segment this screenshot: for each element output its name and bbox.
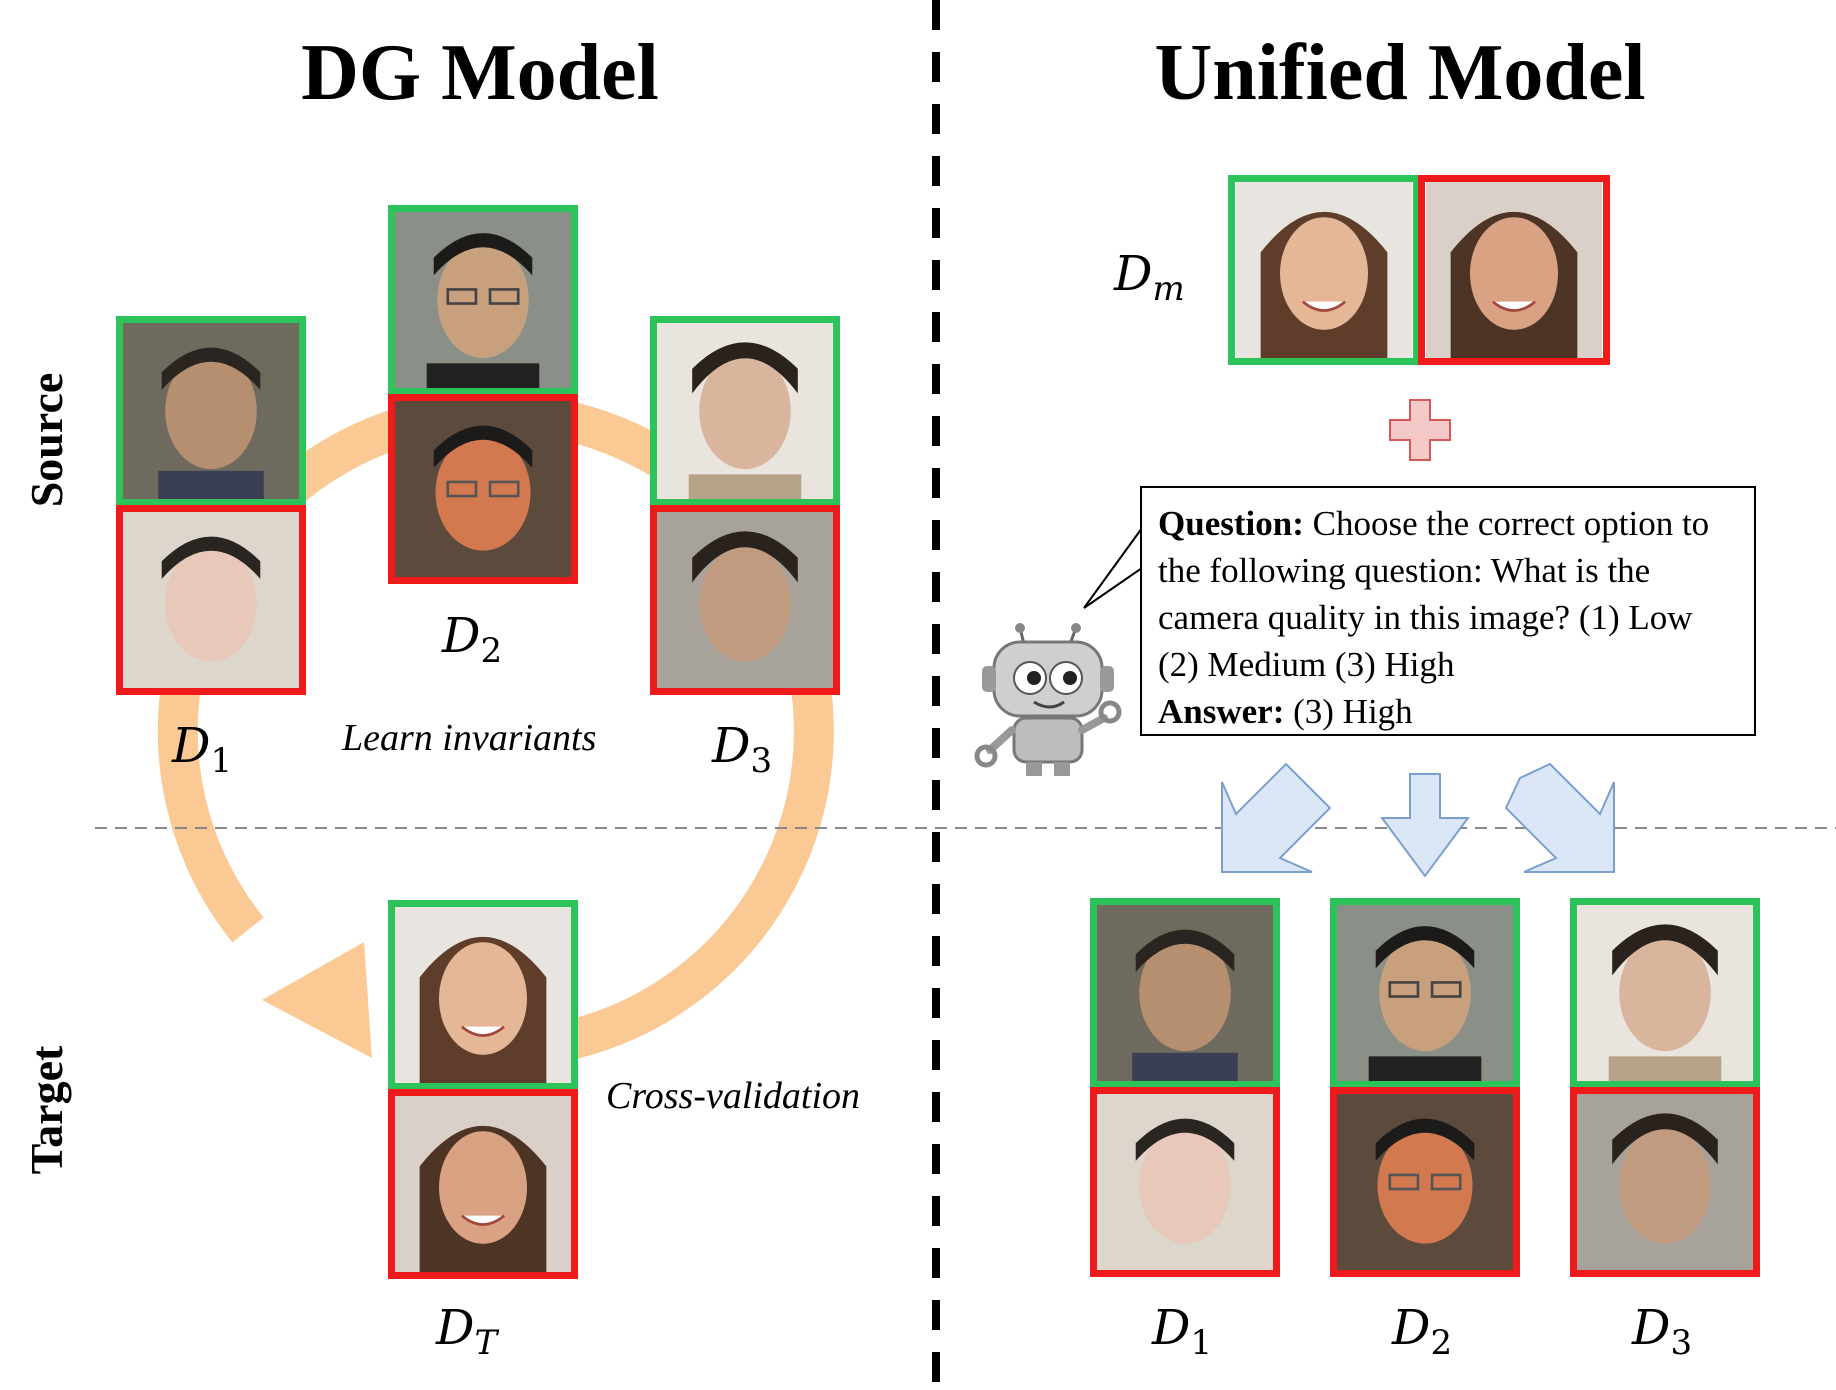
unified-d3-live-face [1570, 898, 1760, 1088]
speech-pointer [1083, 524, 1143, 609]
face-image [1097, 905, 1273, 1081]
d2-spoof-face [388, 394, 578, 584]
label-d3: D3 [712, 718, 773, 781]
face-image [1577, 1094, 1753, 1270]
face-image [395, 907, 571, 1083]
d2-live-face [388, 205, 578, 395]
arrow-down-right [1504, 762, 1615, 873]
unified-d2-spoof-face [1330, 1087, 1520, 1277]
d1-spoof-face [116, 505, 306, 695]
face-image [395, 212, 571, 388]
face-image [395, 401, 571, 577]
face-image [1097, 1094, 1273, 1270]
dg-model-title: DG Model [301, 29, 659, 117]
target-label: Target [21, 1045, 72, 1175]
unified-model-title: Unified Model [1154, 29, 1646, 117]
unified-d3-spoof-face [1570, 1087, 1760, 1277]
d3-live-face [650, 316, 840, 506]
face-image [1337, 1094, 1513, 1270]
label-dt: DT [436, 1300, 498, 1363]
label-d1: D1 [172, 718, 233, 781]
question-text: Choose the correct option to the followi… [1158, 504, 1710, 684]
source-label: Source [21, 372, 72, 508]
unified-d1-live-face [1090, 898, 1280, 1088]
answer-label: Answer: [1158, 692, 1285, 731]
label-unified-d3: D3 [1632, 1300, 1693, 1363]
dt-spoof-face [388, 1089, 578, 1279]
face-image [123, 323, 299, 499]
unified-d2-live-face [1330, 898, 1520, 1088]
plus-icon [1389, 399, 1451, 461]
unified-d1-spoof-face [1090, 1087, 1280, 1277]
cross-validation-note: Cross-validation [606, 1075, 861, 1117]
face-image [1337, 905, 1513, 1081]
face-image [1236, 182, 1412, 358]
face-image [123, 512, 299, 688]
answer-text: (3) High [1284, 692, 1413, 731]
dt-live-face [388, 900, 578, 1090]
arrow-down-left [1221, 762, 1332, 873]
qa-box: Question: Choose the correct option to t… [1140, 486, 1756, 736]
face-image [1426, 182, 1602, 358]
question-label: Question: [1158, 504, 1304, 543]
face-image [657, 323, 833, 499]
arrow-down [1380, 773, 1470, 878]
face-image [395, 1096, 571, 1272]
dm-spoof-face [1418, 175, 1610, 365]
learn-invariants-note: Learn invariants [342, 717, 597, 759]
label-dm: Dm [1114, 246, 1185, 309]
face-image [1577, 905, 1753, 1081]
d3-spoof-face [650, 505, 840, 695]
d1-live-face [116, 316, 306, 506]
label-d2: D2 [442, 608, 503, 671]
robot-icon [974, 623, 1122, 776]
label-unified-d2: D2 [1392, 1300, 1453, 1363]
face-image [657, 512, 833, 688]
dm-live-face [1228, 175, 1420, 365]
label-unified-d1: D1 [1152, 1300, 1213, 1363]
